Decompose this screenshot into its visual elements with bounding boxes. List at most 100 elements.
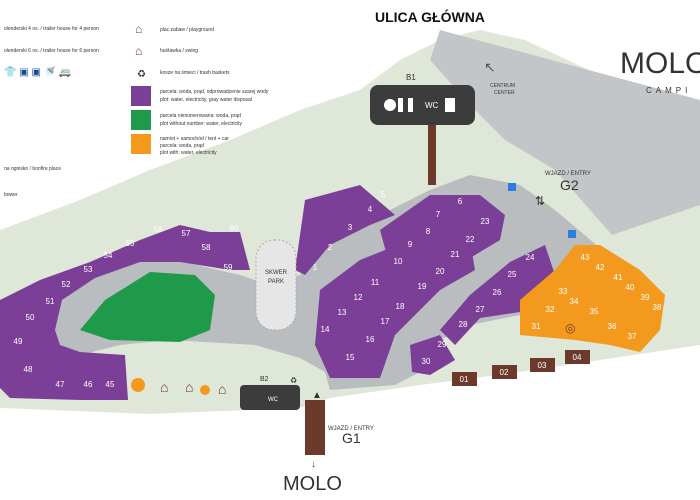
- bbq-icon: [131, 378, 145, 392]
- cabin-3: [530, 358, 555, 372]
- plot-34: 34: [570, 297, 579, 306]
- plot-7: 7: [436, 210, 441, 219]
- legend-cabin4: olenderski 4 os. / trailer house for 4 p…: [4, 26, 99, 32]
- building-b1: [370, 85, 475, 125]
- legend-swing: huśtawka / swing: [160, 48, 198, 54]
- building-b2: [240, 385, 300, 410]
- plot-59: 59: [224, 263, 233, 272]
- plot-28: 28: [459, 320, 468, 329]
- legend-green-swatch: [131, 110, 151, 130]
- plot-32: 32: [546, 305, 555, 314]
- plot-block-south: [410, 335, 455, 375]
- main-street: [430, 30, 700, 235]
- brand-logo: MOLO: [620, 47, 700, 80]
- plot-54: 54: [104, 251, 113, 260]
- legend-playground-icon: ⌂: [135, 22, 142, 36]
- plot-43: 43: [581, 253, 590, 262]
- plot-12: 12: [354, 293, 363, 302]
- building-b2-wc: WC: [268, 397, 279, 403]
- plot-49: 49: [14, 337, 23, 346]
- legend-bonfire: na ognisko / bonfire place: [4, 166, 61, 172]
- entry-g1: G1: [342, 430, 361, 446]
- path-g1: [305, 400, 325, 455]
- plot-4: 4: [368, 205, 373, 214]
- legend-orange-2: parcela: woda, prąd: [160, 143, 204, 149]
- plot-60: 60: [230, 224, 239, 233]
- plot-47: 47: [56, 380, 65, 389]
- cabin-3-label: 03: [538, 361, 547, 370]
- plot-13: 13: [338, 308, 347, 317]
- bonfire-icon: [200, 385, 210, 395]
- centrum-label-2: CENTER: [494, 90, 515, 96]
- parking-sign-2: [568, 230, 576, 238]
- park-label-1: SKWER: [265, 270, 288, 276]
- orange-plot-numbers: 31 32 33 34 35 36 37 38 39 40 41 42 43: [532, 253, 662, 341]
- toilet-men-icon: [408, 98, 413, 112]
- legend-purple-swatch: [131, 86, 151, 106]
- plot-39: 39: [641, 293, 650, 302]
- arrow-up-g1-icon: ▲: [312, 390, 322, 401]
- legend-purple-2: plot: water, electricity, gray water dis…: [160, 97, 252, 103]
- building-b2-label: B2: [260, 376, 269, 383]
- plot-24: 24: [526, 253, 535, 262]
- plot-10: 10: [394, 257, 403, 266]
- plot-block-center: [295, 185, 395, 275]
- plot-block-orange: [520, 245, 665, 352]
- plot-18: 18: [396, 302, 405, 311]
- plot-51: 51: [46, 297, 55, 306]
- plot-25: 25: [508, 270, 517, 279]
- plot-30: 30: [422, 357, 431, 366]
- plot-36: 36: [608, 322, 617, 331]
- plot-2: 2: [328, 243, 333, 252]
- swing-icon: ⌂: [185, 379, 193, 395]
- plot-48: 48: [24, 365, 33, 374]
- park-label-2: PARK: [268, 279, 284, 285]
- plot-23: 23: [481, 217, 490, 226]
- legend-cabin6: olenderski 6 os. / trailer house for 6 p…: [4, 48, 99, 54]
- legend-bower: bower: [4, 192, 18, 198]
- entry-g1-small: WJAZD / ENTRY: [328, 426, 374, 432]
- plot-29: 29: [438, 340, 447, 349]
- plot-15: 15: [346, 353, 355, 362]
- legend-bins: kosze na śmieci / trash baskets: [160, 70, 230, 76]
- legend-orange-1: namiot + samochód / tent + car: [160, 136, 229, 142]
- legend-orange-swatch: [131, 134, 151, 154]
- cabin-1-label: 01: [460, 375, 469, 384]
- plot-19: 19: [418, 282, 427, 291]
- plot-52: 52: [62, 280, 71, 289]
- plot-5: 5: [381, 190, 386, 199]
- street-title: ULICA GŁÓWNA: [375, 8, 485, 25]
- bottom-logo: MOLO: [283, 473, 342, 495]
- plot-41: 41: [614, 273, 623, 282]
- plot-block-northeast: [380, 195, 505, 295]
- legend: olenderski 4 os. / trailer house for 4 p…: [4, 22, 269, 198]
- plot-22: 22: [466, 235, 475, 244]
- plot-14: 14: [321, 325, 330, 334]
- playground-icon: ⌂: [218, 381, 226, 397]
- park-square: [255, 239, 297, 331]
- arrow-centrum-icon: ↖: [484, 59, 496, 75]
- plot-11: 11: [371, 278, 380, 287]
- building-b1-label: B1: [406, 73, 416, 82]
- legend-green-1: parcela nienumerowana: woda, prąd: [160, 113, 241, 119]
- bower-icon: ⌂: [160, 379, 168, 395]
- plot-27: 27: [476, 305, 485, 314]
- plot-56: 56: [154, 225, 163, 234]
- cabin-4-label: 04: [573, 353, 582, 362]
- green-field: [80, 272, 215, 342]
- plot-31: 31: [532, 322, 541, 331]
- plot-40: 40: [626, 283, 635, 292]
- plot-block-east: [440, 245, 555, 345]
- plot-6: 6: [458, 197, 463, 206]
- plot-42: 42: [596, 263, 605, 272]
- path-b1: [428, 125, 436, 185]
- plot-9: 9: [408, 240, 413, 249]
- plot-16: 16: [366, 335, 375, 344]
- legend-playground: plac zabaw / playground: [160, 27, 214, 33]
- plot-55: 55: [126, 239, 135, 248]
- plot-46: 46: [84, 380, 93, 389]
- plot-53: 53: [84, 265, 93, 274]
- plot-33: 33: [559, 287, 568, 296]
- plot-8: 8: [426, 227, 431, 236]
